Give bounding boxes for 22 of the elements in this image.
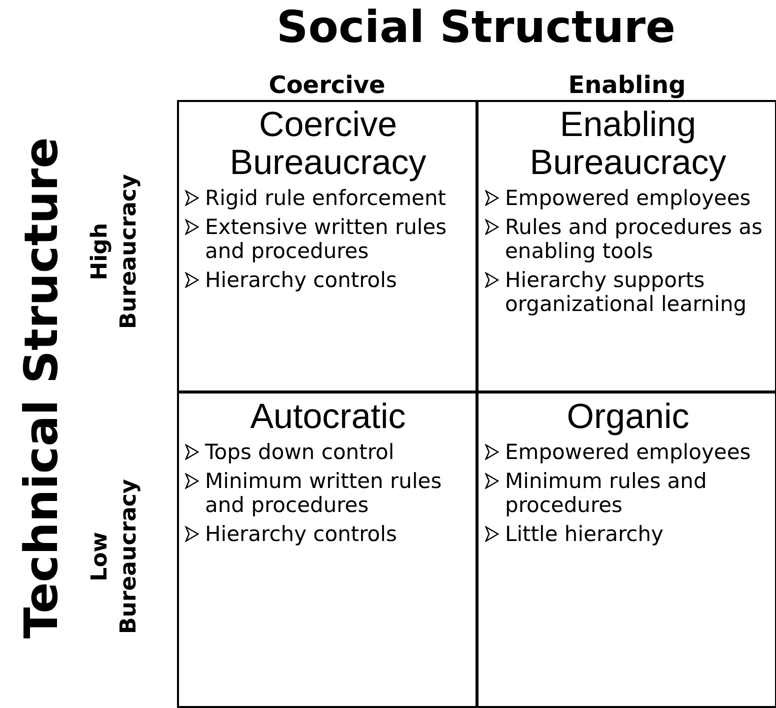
bullet-text: Extensive written rules and procedures xyxy=(205,215,448,263)
bullet-text: Minimum written rules and procedures xyxy=(205,469,443,517)
row-header: High Bureaucracy xyxy=(86,173,142,332)
cell-heading: Organic xyxy=(566,398,690,436)
cell-heading: Autocratic xyxy=(249,398,407,436)
column-header: Enabling xyxy=(567,70,687,100)
bullet-text: Empowered employees xyxy=(505,186,751,210)
row-header: Low Bureaucracy xyxy=(86,478,142,636)
bullet-text: Little hierarchy xyxy=(505,522,664,546)
bullet-text: Tops down control xyxy=(205,440,394,464)
bullet-text: Empowered employees xyxy=(505,440,751,464)
bullet-text: Minimum rules and procedures xyxy=(505,469,708,517)
column-header: Coercive xyxy=(268,70,386,100)
bullet-text: Rigid rule enforcement xyxy=(205,186,446,210)
axis-title: Technical Structure xyxy=(13,136,70,641)
cell-heading: Coercive Bureaucracy xyxy=(228,106,428,182)
chart-title: Social Structure xyxy=(276,2,676,54)
bullet-text: Hierarchy controls xyxy=(205,522,397,546)
cell-heading: Enabling Bureaucracy xyxy=(528,106,728,182)
bullet-text: Hierarchy supports organizational learning xyxy=(505,268,748,316)
bullet-text: Rules and procedures as enabling tools xyxy=(505,215,764,263)
bullet-text: Hierarchy controls xyxy=(205,268,397,292)
